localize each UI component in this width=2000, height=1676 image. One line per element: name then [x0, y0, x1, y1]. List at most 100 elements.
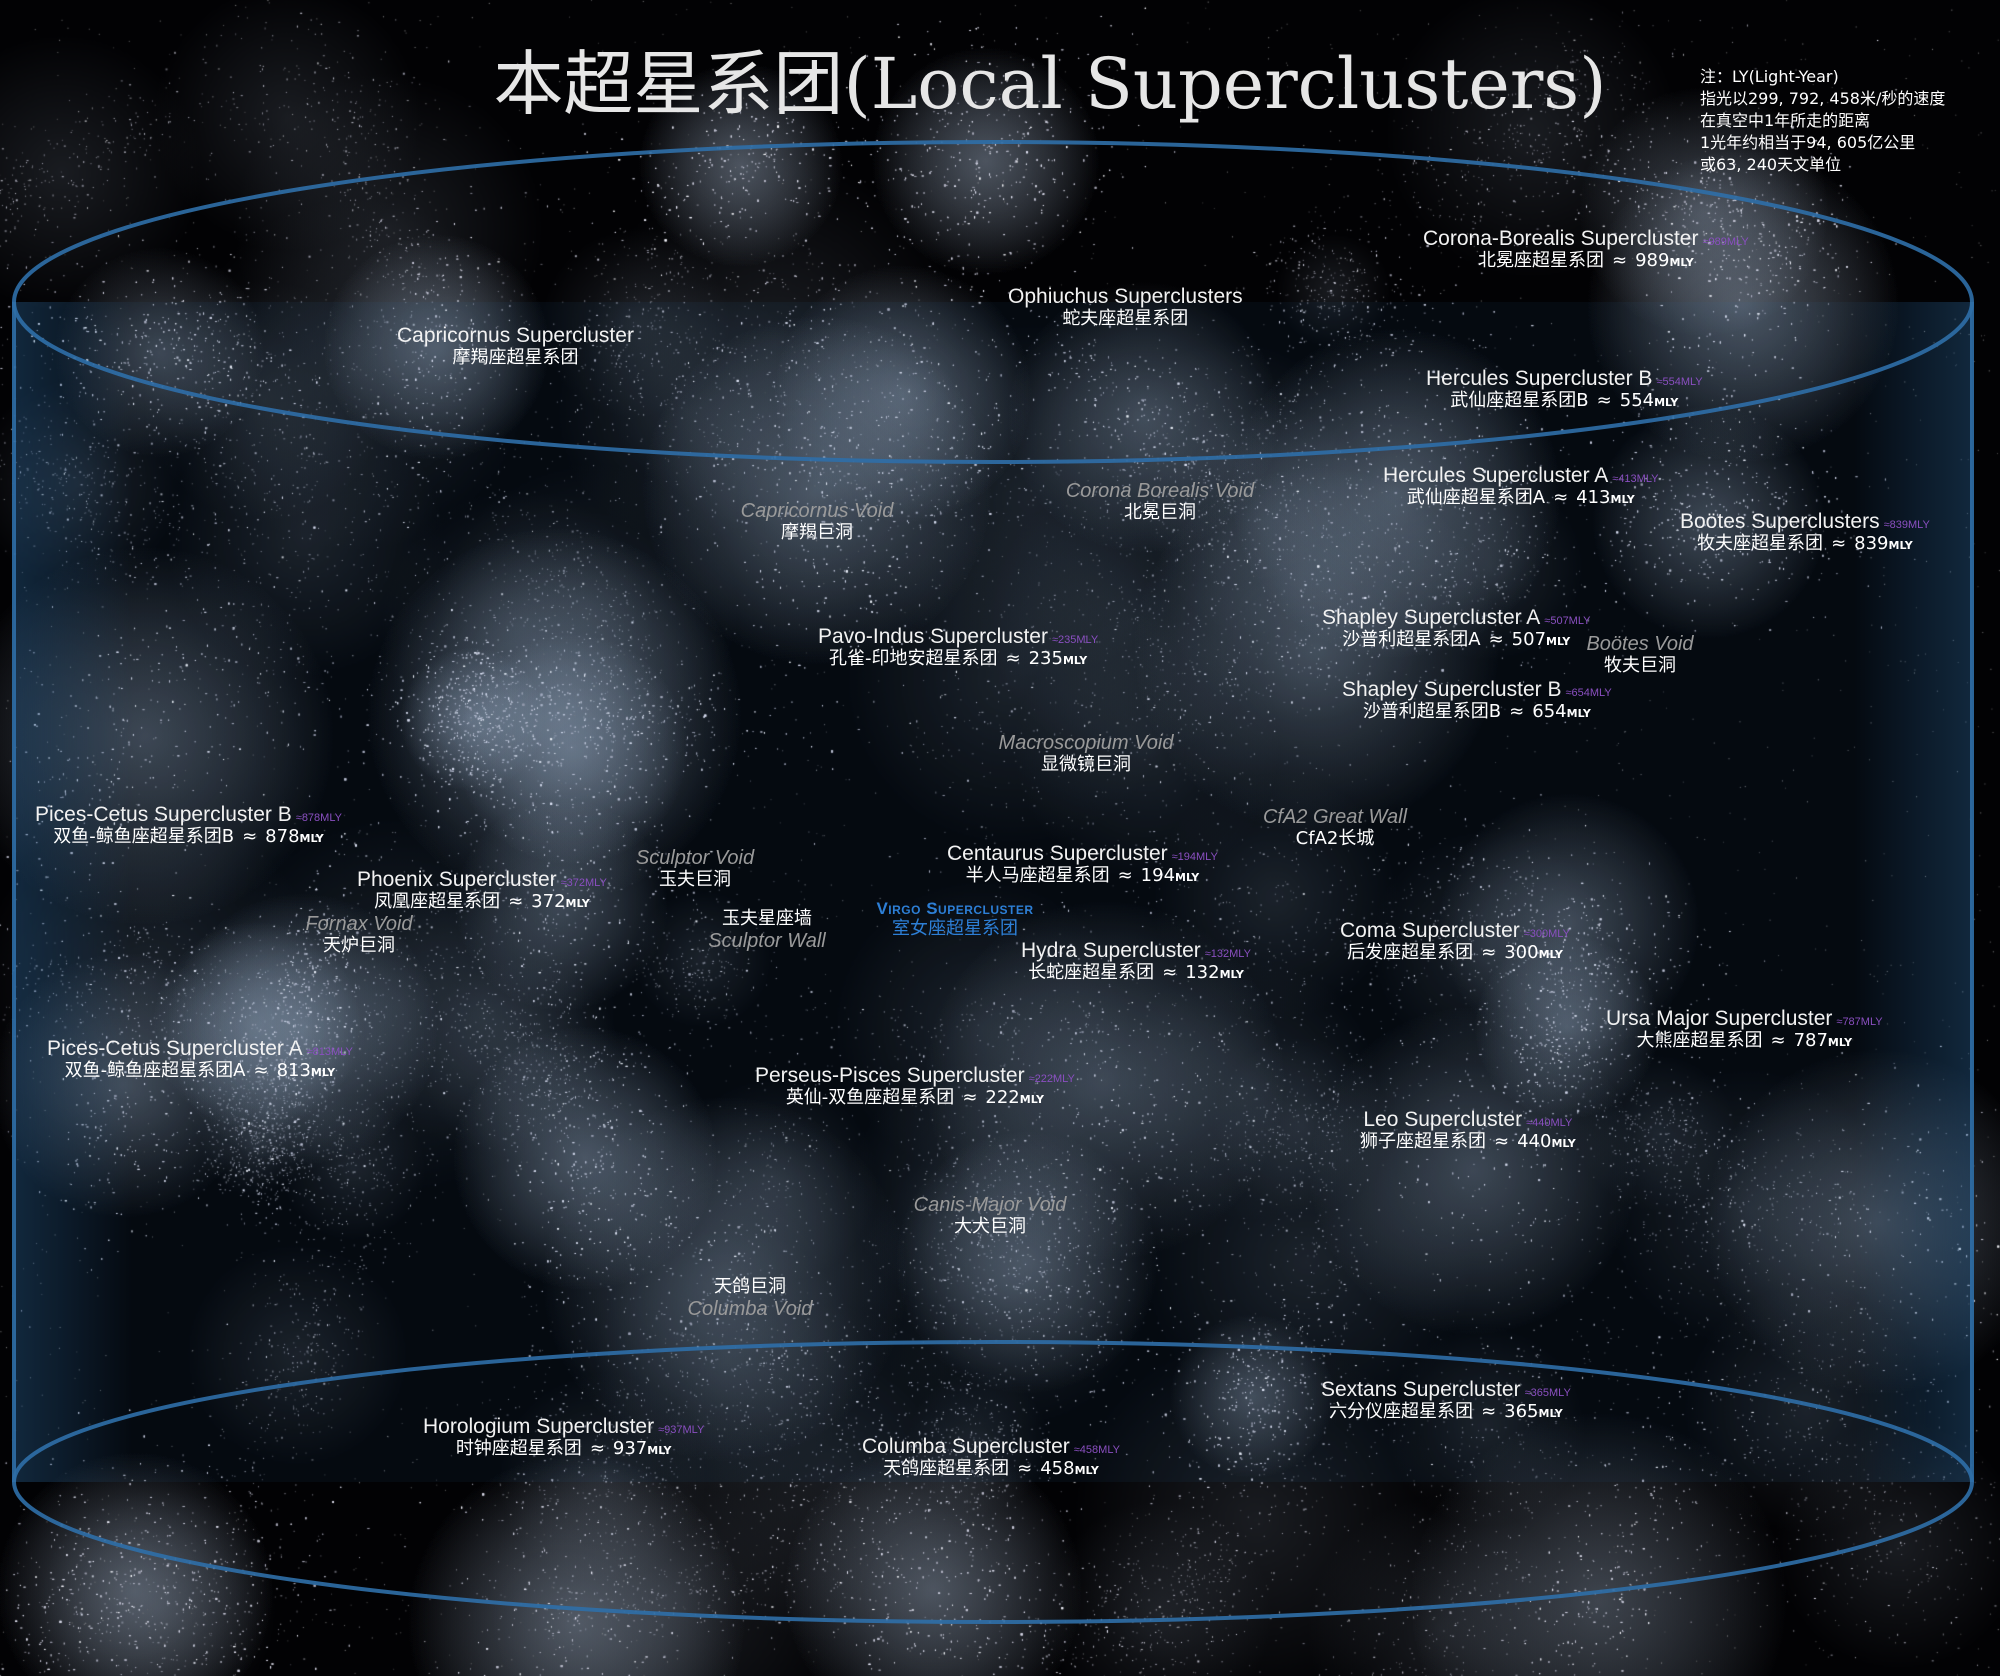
distance-unit: MLY: [1019, 1093, 1044, 1107]
void-english-name: CfA2 Great Wall: [1262, 806, 1408, 828]
approx-symbol: ≈: [1509, 701, 1525, 723]
void-english-name: Capricornus Void: [740, 500, 894, 522]
approx-symbol: ≈: [1831, 533, 1847, 555]
note-line: 指光以299, 792, 458米/秒的速度: [1700, 89, 1946, 108]
distance-unit: MLY: [310, 1066, 336, 1080]
void-chinese-name: 牧夫巨洞: [1603, 655, 1676, 676]
distance-tag: ≈654MLY: [1565, 687, 1612, 699]
void-chinese-name: 玉夫巨洞: [659, 869, 731, 890]
virgo-supercluster-label: Virgo Supercluster 室女座超星系团: [876, 899, 1033, 939]
distance-value: 937: [612, 1438, 648, 1460]
supercluster-chinese-name: 蛇夫座超星系团: [1062, 308, 1189, 330]
virgo-chinese: 室女座超星系团: [891, 917, 1018, 939]
approx-symbol: ≈: [1017, 1458, 1033, 1480]
supercluster-chinese-name: 沙普利超星系团A: [1342, 629, 1481, 651]
distance-tag: ≈989MLY: [1702, 236, 1749, 248]
distance-value: 839: [1854, 533, 1889, 555]
note-line: 注：LY(Light-Year): [1700, 67, 1839, 86]
void-chinese-name: 北冕巨洞: [1123, 502, 1196, 523]
distance-unit: MLY: [1538, 1407, 1563, 1421]
supercluster-chinese-name: 沙普利超星系团B: [1362, 701, 1502, 723]
distance-unit: MLY: [565, 897, 590, 911]
supercluster-chinese-name: 天鸽座超星系团: [883, 1458, 1010, 1480]
supercluster-chinese-line: 孔雀-印地安超星系团≈235MLY: [818, 648, 1098, 670]
supercluster-chinese-line: 双鱼-鲸鱼座超星系团A ≈813MLY: [47, 1060, 353, 1082]
distance-unit: MLY: [1827, 1036, 1853, 1050]
approx-symbol: ≈: [1612, 250, 1628, 272]
distance-value: 813: [276, 1060, 311, 1082]
distance-value: 507: [1511, 629, 1547, 651]
supercluster-chinese-name: 孔雀-印地安超星系团: [829, 648, 998, 670]
supercluster-english-name: Capricornus Supercluster: [397, 324, 634, 347]
supercluster-english-name: Ophiuchus Superclusters: [1008, 285, 1243, 308]
supercluster-name-line: Sextans Supercluster≈365MLY: [1321, 1378, 1571, 1402]
supercluster-name-line: Boötes Superclusters≈839MLY: [1680, 510, 1930, 534]
approx-symbol: ≈: [1770, 1030, 1786, 1052]
distance-value: 235: [1028, 648, 1063, 670]
supercluster-english-name: Pavo-Indus Supercluster: [818, 625, 1048, 648]
approx-symbol: ≈: [1117, 865, 1133, 887]
supercluster-chinese-name: 双鱼-鲸鱼座超星系团A: [64, 1060, 246, 1082]
note-line: 在真空中1年所走的距离: [1700, 111, 1871, 130]
supercluster-english-name: Hercules Supercluster B: [1426, 367, 1653, 390]
void-english-name: Sculptor Wall: [708, 929, 826, 952]
supercluster-english-name: Perseus-Pisces Supercluster: [755, 1064, 1025, 1087]
supercluster-english-name: Hercules Supercluster A: [1383, 464, 1609, 487]
approx-symbol: ≈: [253, 1060, 269, 1082]
distance-tag: ≈787MLY: [1836, 1016, 1883, 1028]
distance-value: 458: [1040, 1458, 1075, 1480]
supercluster-chinese-line: 摩羯座超星系团: [397, 347, 634, 369]
supercluster-name-line: Ursa Major Supercluster≈787MLY: [1606, 1007, 1883, 1031]
distance-value: 132: [1185, 962, 1220, 984]
supercluster-name-line: Hercules Supercluster A≈413MLY: [1383, 464, 1658, 488]
supercluster-chinese-line: 沙普利超星系团B≈654MLY: [1342, 701, 1612, 723]
distance-unit: MLY: [1551, 1137, 1576, 1151]
supercluster-name-line: Pices-Cetus Supercluster A≈813MLY: [47, 1037, 353, 1061]
distance-tag: ≈878MLY: [295, 812, 342, 824]
supercluster-chinese-line: 英仙-双鱼座超星系团≈222MLY: [755, 1087, 1075, 1109]
supercluster-english-name: Leo Supercluster: [1363, 1108, 1523, 1131]
approx-symbol: ≈: [1494, 1131, 1510, 1153]
supercluster-name-line: Phoenix Supercluster≈372MLY: [357, 868, 607, 892]
title-english: (Local Superclusters): [843, 43, 1607, 125]
supercluster-chinese-name: 长蛇座超星系团: [1028, 962, 1155, 984]
approx-symbol: ≈: [1481, 942, 1497, 964]
supercluster-english-name: Sextans Supercluster: [1321, 1378, 1521, 1401]
supercluster-chinese-name: 大熊座超星系团: [1636, 1030, 1763, 1052]
supercluster-english-name: Pices-Cetus Supercluster A: [47, 1037, 303, 1060]
approx-symbol: ≈: [1596, 390, 1612, 412]
approx-symbol: ≈: [962, 1087, 978, 1109]
void-chinese-name: 大犬巨洞: [954, 1216, 1026, 1237]
supercluster-chinese-name: 武仙座超星系团B: [1450, 390, 1589, 412]
supercluster-chinese-line: 六分仪座超星系团≈365MLY: [1321, 1401, 1571, 1423]
supercluster-name-line: Shapley Supercluster A≈507MLY: [1322, 606, 1591, 630]
supercluster-chinese-name: 时钟座超星系团: [455, 1438, 582, 1460]
supercluster-english-name: Corona-Borealis Supercluster: [1423, 227, 1699, 250]
supercluster-name-line: Capricornus Supercluster: [397, 324, 634, 348]
supercluster-name-line: Hercules Supercluster B≈554MLY: [1426, 367, 1703, 391]
supercluster-chinese-name: 英仙-双鱼座超星系团: [785, 1087, 955, 1109]
distance-unit: MLY: [1669, 256, 1694, 270]
supercluster-english-name: Phoenix Supercluster: [357, 868, 557, 891]
supercluster-english-name: Boötes Superclusters: [1680, 510, 1880, 533]
supercluster-chinese-line: 大熊座超星系团≈787MLY: [1606, 1030, 1883, 1052]
distance-tag: ≈365MLY: [1524, 1387, 1571, 1399]
supercluster-chinese-line: 沙普利超星系团A≈507MLY: [1322, 629, 1591, 651]
supercluster-chinese-line: 后发座超星系团≈300MLY: [1340, 942, 1570, 964]
